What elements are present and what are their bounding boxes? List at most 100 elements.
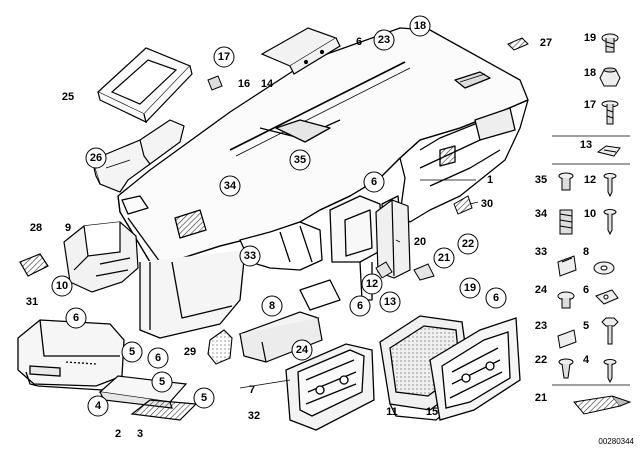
callout-19-label: 19 bbox=[464, 282, 476, 294]
callout-6-plain-label: 6 bbox=[356, 36, 362, 48]
callout-26-label: 26 bbox=[90, 152, 102, 164]
callout-labels: 18 23 17 35 34 6 26 33 10 22 21 12 13 19… bbox=[26, 15, 552, 440]
legend-label: 4 bbox=[583, 354, 590, 366]
legend-label: 12 bbox=[584, 174, 596, 186]
callout-21: 21 bbox=[433, 247, 455, 269]
callout-26: 26 bbox=[85, 147, 107, 169]
callout-32-label: 32 bbox=[248, 410, 260, 422]
clip-16 bbox=[207, 75, 223, 91]
legend-label: 22 bbox=[535, 354, 547, 366]
callout-23-label: 23 bbox=[378, 34, 390, 46]
callout-6c-label: 6 bbox=[357, 300, 363, 312]
oval-head-screw-icon bbox=[603, 209, 617, 236]
callout-16-label: 16 bbox=[238, 78, 250, 90]
callout-5-a: 5 bbox=[121, 341, 143, 363]
callout-9-label: 9 bbox=[65, 222, 71, 234]
callout-1-label: 1 bbox=[487, 174, 493, 186]
callout-5c-label: 5 bbox=[201, 392, 207, 404]
bezel-29 bbox=[207, 329, 233, 365]
expansion-nut-icon bbox=[599, 67, 621, 87]
callout-3-label: 3 bbox=[137, 428, 143, 440]
plug-screw-icon bbox=[601, 100, 619, 125]
spring-sleeve-icon bbox=[559, 209, 573, 235]
callout-20-label: 20 bbox=[414, 236, 426, 248]
callout-24: 24 bbox=[291, 339, 313, 361]
legend-label: 33 bbox=[535, 246, 547, 258]
callout-6b-label: 6 bbox=[493, 292, 499, 304]
glove-box-6 bbox=[17, 319, 125, 391]
legend-label: 19 bbox=[584, 32, 596, 44]
callout-10: 10 bbox=[51, 275, 73, 297]
callout-34-label: 34 bbox=[224, 180, 237, 192]
callout-24-label: 24 bbox=[296, 344, 309, 356]
callout-35: 35 bbox=[289, 149, 311, 171]
callout-6-top: 6 bbox=[363, 171, 385, 193]
screw-clip-icon bbox=[601, 33, 619, 53]
center-trim-24 bbox=[285, 343, 375, 431]
callout-5a-label: 5 bbox=[129, 346, 135, 358]
sensor-27 bbox=[507, 37, 529, 51]
screw-icon bbox=[595, 289, 619, 305]
drawing-number: 00280344 bbox=[598, 437, 634, 446]
callout-19-dash: 19 bbox=[459, 277, 481, 299]
legend-label: 24 bbox=[535, 284, 548, 296]
hex-screw-icon bbox=[601, 317, 619, 345]
callout-15-label: 15 bbox=[426, 406, 438, 418]
legend-label: 5 bbox=[583, 320, 589, 332]
callout-4: 4 bbox=[87, 395, 109, 417]
round-clip-icon bbox=[557, 291, 575, 309]
rivet-icon bbox=[558, 172, 574, 191]
callout-35-label: 35 bbox=[294, 154, 306, 166]
grommet-icon bbox=[593, 261, 615, 275]
trim-strip-8 bbox=[238, 311, 323, 363]
callout-6-mid: 6 bbox=[349, 295, 371, 317]
spring-nut-icon bbox=[596, 145, 621, 157]
callout-5b-label: 5 bbox=[159, 376, 165, 388]
cover-30 bbox=[453, 195, 473, 215]
callout-6-glovebox: 6 bbox=[65, 307, 87, 329]
callout-28-label: 28 bbox=[30, 222, 42, 234]
callout-12-label: 12 bbox=[366, 278, 378, 290]
clamp-icon bbox=[557, 255, 577, 277]
callout-33-label: 33 bbox=[244, 250, 256, 262]
callout-13-label: 13 bbox=[384, 296, 396, 308]
legend-label: 17 bbox=[584, 99, 596, 111]
callout-8: 8 bbox=[261, 295, 283, 317]
legend-icons bbox=[557, 33, 632, 415]
callout-22-label: 22 bbox=[462, 238, 474, 250]
callout-8-label: 8 bbox=[269, 300, 275, 312]
speaker-cover-25 bbox=[96, 47, 193, 124]
callout-6a-label: 6 bbox=[371, 176, 377, 188]
nut-clip-icon bbox=[557, 329, 577, 349]
expanding-rivet-icon bbox=[558, 358, 574, 379]
callout-33: 33 bbox=[239, 245, 261, 267]
vent-grille-31 bbox=[19, 253, 49, 277]
callout-7-label: 7 bbox=[249, 384, 255, 396]
self-tapping-screw-icon bbox=[603, 173, 617, 198]
callout-29-label: 29 bbox=[184, 346, 196, 358]
callout-5-c: 5 bbox=[193, 387, 215, 409]
legend-label: 10 bbox=[584, 208, 596, 220]
callout-14-label: 14 bbox=[261, 78, 274, 90]
legend-label: 34 bbox=[535, 208, 548, 220]
callout-5-b: 5 bbox=[151, 371, 173, 393]
callout-18-label: 18 bbox=[414, 20, 426, 32]
callout-30-label: 30 bbox=[481, 198, 493, 210]
damping-tape-icon bbox=[573, 395, 632, 415]
callout-22: 22 bbox=[457, 233, 479, 255]
callout-27-label: 27 bbox=[540, 37, 552, 49]
callout-2-label: 2 bbox=[115, 428, 121, 440]
callout-10-label: 10 bbox=[56, 280, 68, 292]
legend-label: 6 bbox=[583, 284, 589, 296]
legend-label: 23 bbox=[535, 320, 547, 332]
callout-6e-label: 6 bbox=[155, 352, 161, 364]
callout-31-label: 31 bbox=[26, 296, 38, 308]
legend-labels: 19 18 17 13 35 12 34 10 33 8 24 6 23 5 2… bbox=[535, 32, 596, 404]
callout-18: 18 bbox=[409, 15, 431, 37]
callout-11-label: 11 bbox=[386, 406, 398, 418]
legend-frame bbox=[552, 135, 630, 386]
callout-4-label: 4 bbox=[95, 400, 102, 412]
callout-13: 13 bbox=[379, 291, 401, 313]
